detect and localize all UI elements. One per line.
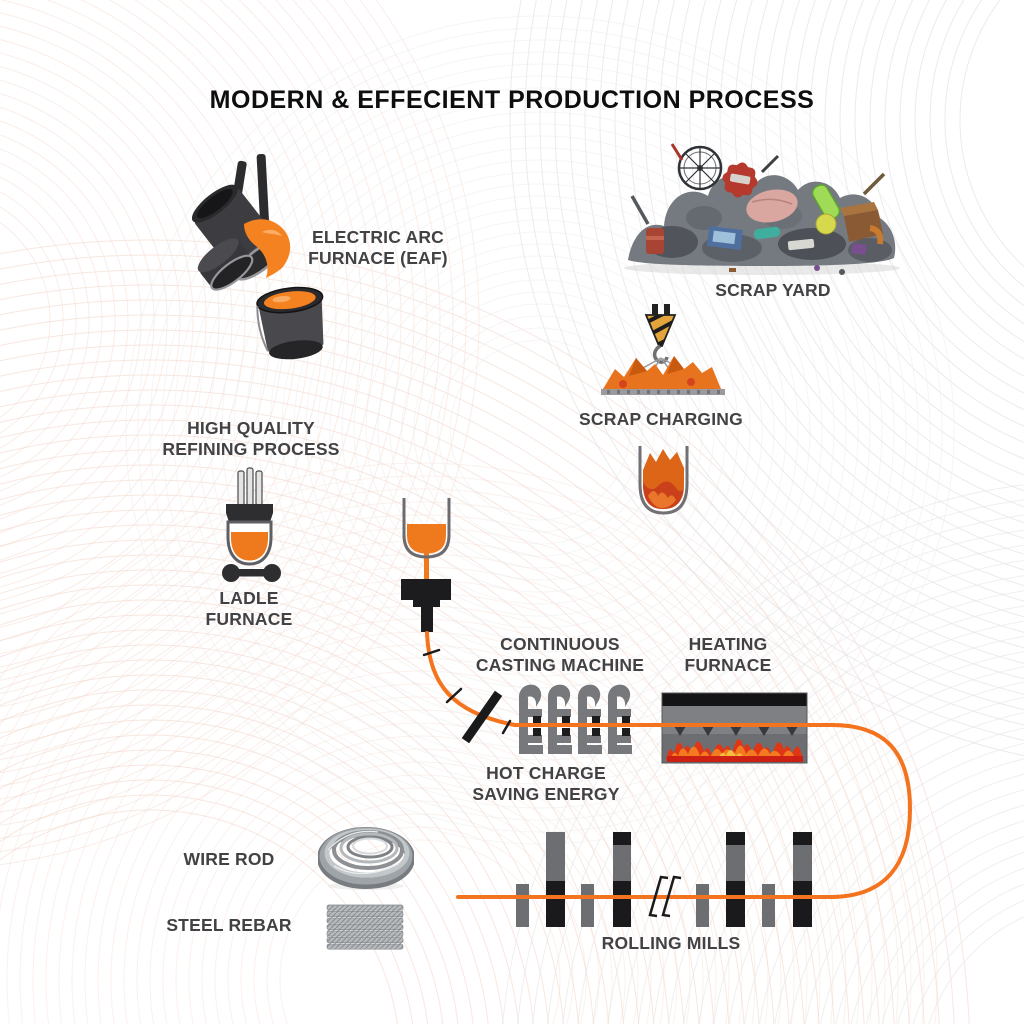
tundish-melt <box>407 524 446 554</box>
scrap-charging-crane-icon <box>601 304 725 395</box>
crane-hook-block <box>644 314 677 364</box>
label-rolling-mills: ROLLING MILLS <box>601 933 741 953</box>
furnace-base-disk <box>197 238 254 291</box>
label-continuous-casting: CONTINUOUS CASTING MACHINE <box>475 634 645 675</box>
molten-pour <box>244 219 291 278</box>
page-title: MODERN & EFFECIENT PRODUCTION PROCESS <box>209 86 815 114</box>
tundish-mold-icon <box>401 498 451 632</box>
ladle-cap <box>226 504 273 522</box>
furnace-roof <box>662 693 807 706</box>
wire-rod-icon <box>318 827 414 890</box>
rolling-mills-icon <box>516 832 812 927</box>
label-electric-arc-furnace: ELECTRIC ARC FURNACE (EAF) <box>308 227 448 268</box>
label-scrap-yard: SCRAP YARD <box>715 280 831 300</box>
label-hot-charge: HOT CHARGE SAVING ENERGY <box>472 763 620 804</box>
charging-platform <box>601 389 725 395</box>
label-refining-process: HIGH QUALITY REFINING PROCESS <box>162 418 340 459</box>
receiving-ladle <box>256 286 324 360</box>
ladle-melt <box>231 532 268 561</box>
scrap-yard-icon <box>624 143 900 275</box>
label-scrap-charging: SCRAP CHARGING <box>579 409 743 429</box>
stop-sign-icon <box>722 162 758 198</box>
label-ladle-furnace: LADLE FURNACE <box>205 588 293 629</box>
ladle-car-base <box>222 564 281 582</box>
bicycle-wheel-icon <box>670 143 723 191</box>
steel-rebar-icon <box>326 904 404 950</box>
label-steel-rebar: STEEL REBAR <box>166 915 292 935</box>
casting-mold <box>401 579 451 632</box>
electric-arc-furnace-icon <box>192 154 324 360</box>
label-wire-rod: WIRE ROD <box>183 849 275 869</box>
ladle-furnace-icon <box>222 467 281 582</box>
heating-furnace-icon <box>661 692 808 764</box>
ladle-electrodes <box>237 467 263 506</box>
label-heating-furnace: HEATING FURNACE <box>684 634 772 675</box>
green-tube-icon <box>811 184 841 220</box>
strand-cutter <box>461 690 503 744</box>
charging-vessel-icon <box>638 446 689 515</box>
casting-stands-icon <box>518 684 632 754</box>
tundish-vessel <box>402 498 451 559</box>
melt-stream <box>424 552 429 579</box>
